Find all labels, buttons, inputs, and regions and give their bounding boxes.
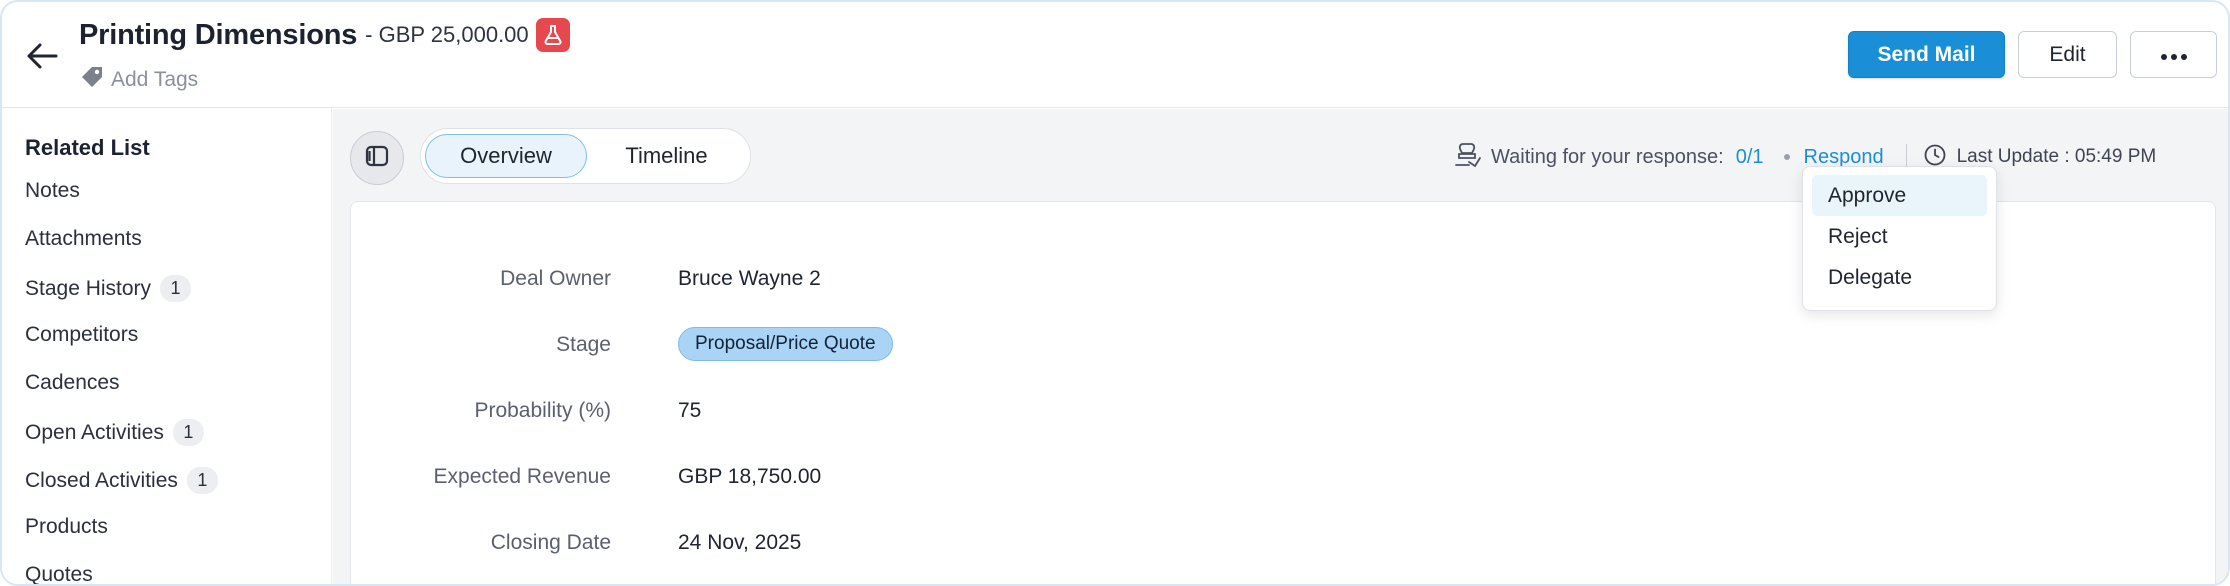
field-label-closing-date: Closing Date: [490, 531, 611, 554]
related-item-label: Notes: [25, 179, 80, 202]
count-badge: 1: [186, 467, 218, 494]
record-amount: - GBP 25,000.00: [365, 22, 529, 47]
respond-dropdown-menu: Approve Reject Delegate: [1802, 166, 1997, 311]
field-label-stage: Stage: [556, 333, 611, 356]
panel-toggle-icon: [365, 145, 389, 172]
related-item-label: Cadences: [25, 371, 120, 394]
related-list-sidebar: Related List Notes Attachments Stage His…: [2, 109, 332, 586]
tag-icon: [79, 64, 105, 95]
last-update-text: Last Update : 05:49 PM: [1956, 146, 2157, 167]
related-item-attachments[interactable]: Attachments: [25, 227, 142, 251]
more-icon: [2160, 43, 2188, 67]
tab-overview[interactable]: Overview: [425, 134, 587, 178]
related-item-stage-history[interactable]: Stage History 1: [25, 275, 192, 302]
related-item-label: Open Activities: [25, 420, 164, 444]
field-value-expected-revenue[interactable]: GBP 18,750.00: [678, 465, 822, 488]
field-label-expected-revenue: Expected Revenue: [433, 465, 611, 488]
related-item-label: Closed Activities: [25, 468, 178, 492]
approval-waiting-text: Waiting for your response:: [1491, 145, 1724, 168]
record-header: Printing Dimensions - GBP 25,000.00 Add …: [2, 2, 2228, 108]
approval-icon: [1453, 141, 1481, 174]
flask-icon[interactable]: [535, 18, 570, 52]
title-row: Printing Dimensions - GBP 25,000.00: [79, 18, 570, 52]
divider: [1905, 144, 1907, 170]
field-value-deal-owner[interactable]: Bruce Wayne 2: [678, 267, 821, 290]
approval-status-bar: Waiting for your response: 0/1 Respond L…: [1453, 137, 2156, 177]
field-value-stage[interactable]: Proposal/Price Quote: [678, 327, 893, 361]
clock-icon: [1923, 143, 1947, 172]
related-item-quotes[interactable]: Quotes: [25, 563, 93, 586]
panel-toggle-button[interactable]: [350, 131, 404, 185]
record-title: Printing Dimensions: [79, 18, 358, 51]
related-item-label: Products: [25, 515, 108, 538]
view-tabs: Overview Timeline: [420, 128, 751, 184]
edit-button[interactable]: Edit: [2018, 31, 2117, 78]
field-value-closing-date[interactable]: 24 Nov, 2025: [678, 531, 802, 554]
related-item-products[interactable]: Products: [25, 515, 108, 539]
related-item-label: Quotes: [25, 563, 93, 586]
field-label-deal-owner: Deal Owner: [500, 267, 611, 290]
related-item-competitors[interactable]: Competitors: [25, 323, 138, 347]
related-item-label: Attachments: [25, 227, 142, 250]
count-badge: 1: [172, 419, 204, 446]
tab-timeline[interactable]: Timeline: [625, 143, 708, 168]
related-item-notes[interactable]: Notes: [25, 179, 80, 203]
more-options-button[interactable]: [2130, 31, 2217, 78]
related-item-open-activities[interactable]: Open Activities 1: [25, 419, 204, 446]
menu-item-delegate[interactable]: Delegate: [1828, 265, 1913, 289]
menu-item-approve[interactable]: Approve: [1812, 175, 1987, 216]
related-item-label: Stage History: [25, 276, 152, 300]
add-tags-label: Add Tags: [111, 67, 199, 91]
related-list-title: Related List: [25, 135, 150, 160]
count-badge: 1: [160, 275, 192, 302]
separator-dot: [1783, 154, 1790, 160]
add-tags-link[interactable]: Add Tags: [79, 64, 198, 95]
related-item-label: Competitors: [25, 323, 139, 346]
approval-count-link[interactable]: 0/1: [1735, 145, 1764, 168]
field-label-probability: Probability (%): [474, 399, 611, 422]
stage-pill: Proposal/Price Quote: [678, 327, 893, 361]
menu-item-reject[interactable]: Reject: [1828, 224, 1888, 248]
respond-link[interactable]: Respond: [1803, 145, 1884, 168]
back-arrow-icon[interactable]: [22, 38, 62, 74]
related-item-closed-activities[interactable]: Closed Activities 1: [25, 467, 218, 494]
field-value-probability[interactable]: 75: [678, 399, 702, 422]
related-item-cadences[interactable]: Cadences: [25, 371, 120, 395]
send-mail-button[interactable]: Send Mail: [1848, 31, 2005, 78]
